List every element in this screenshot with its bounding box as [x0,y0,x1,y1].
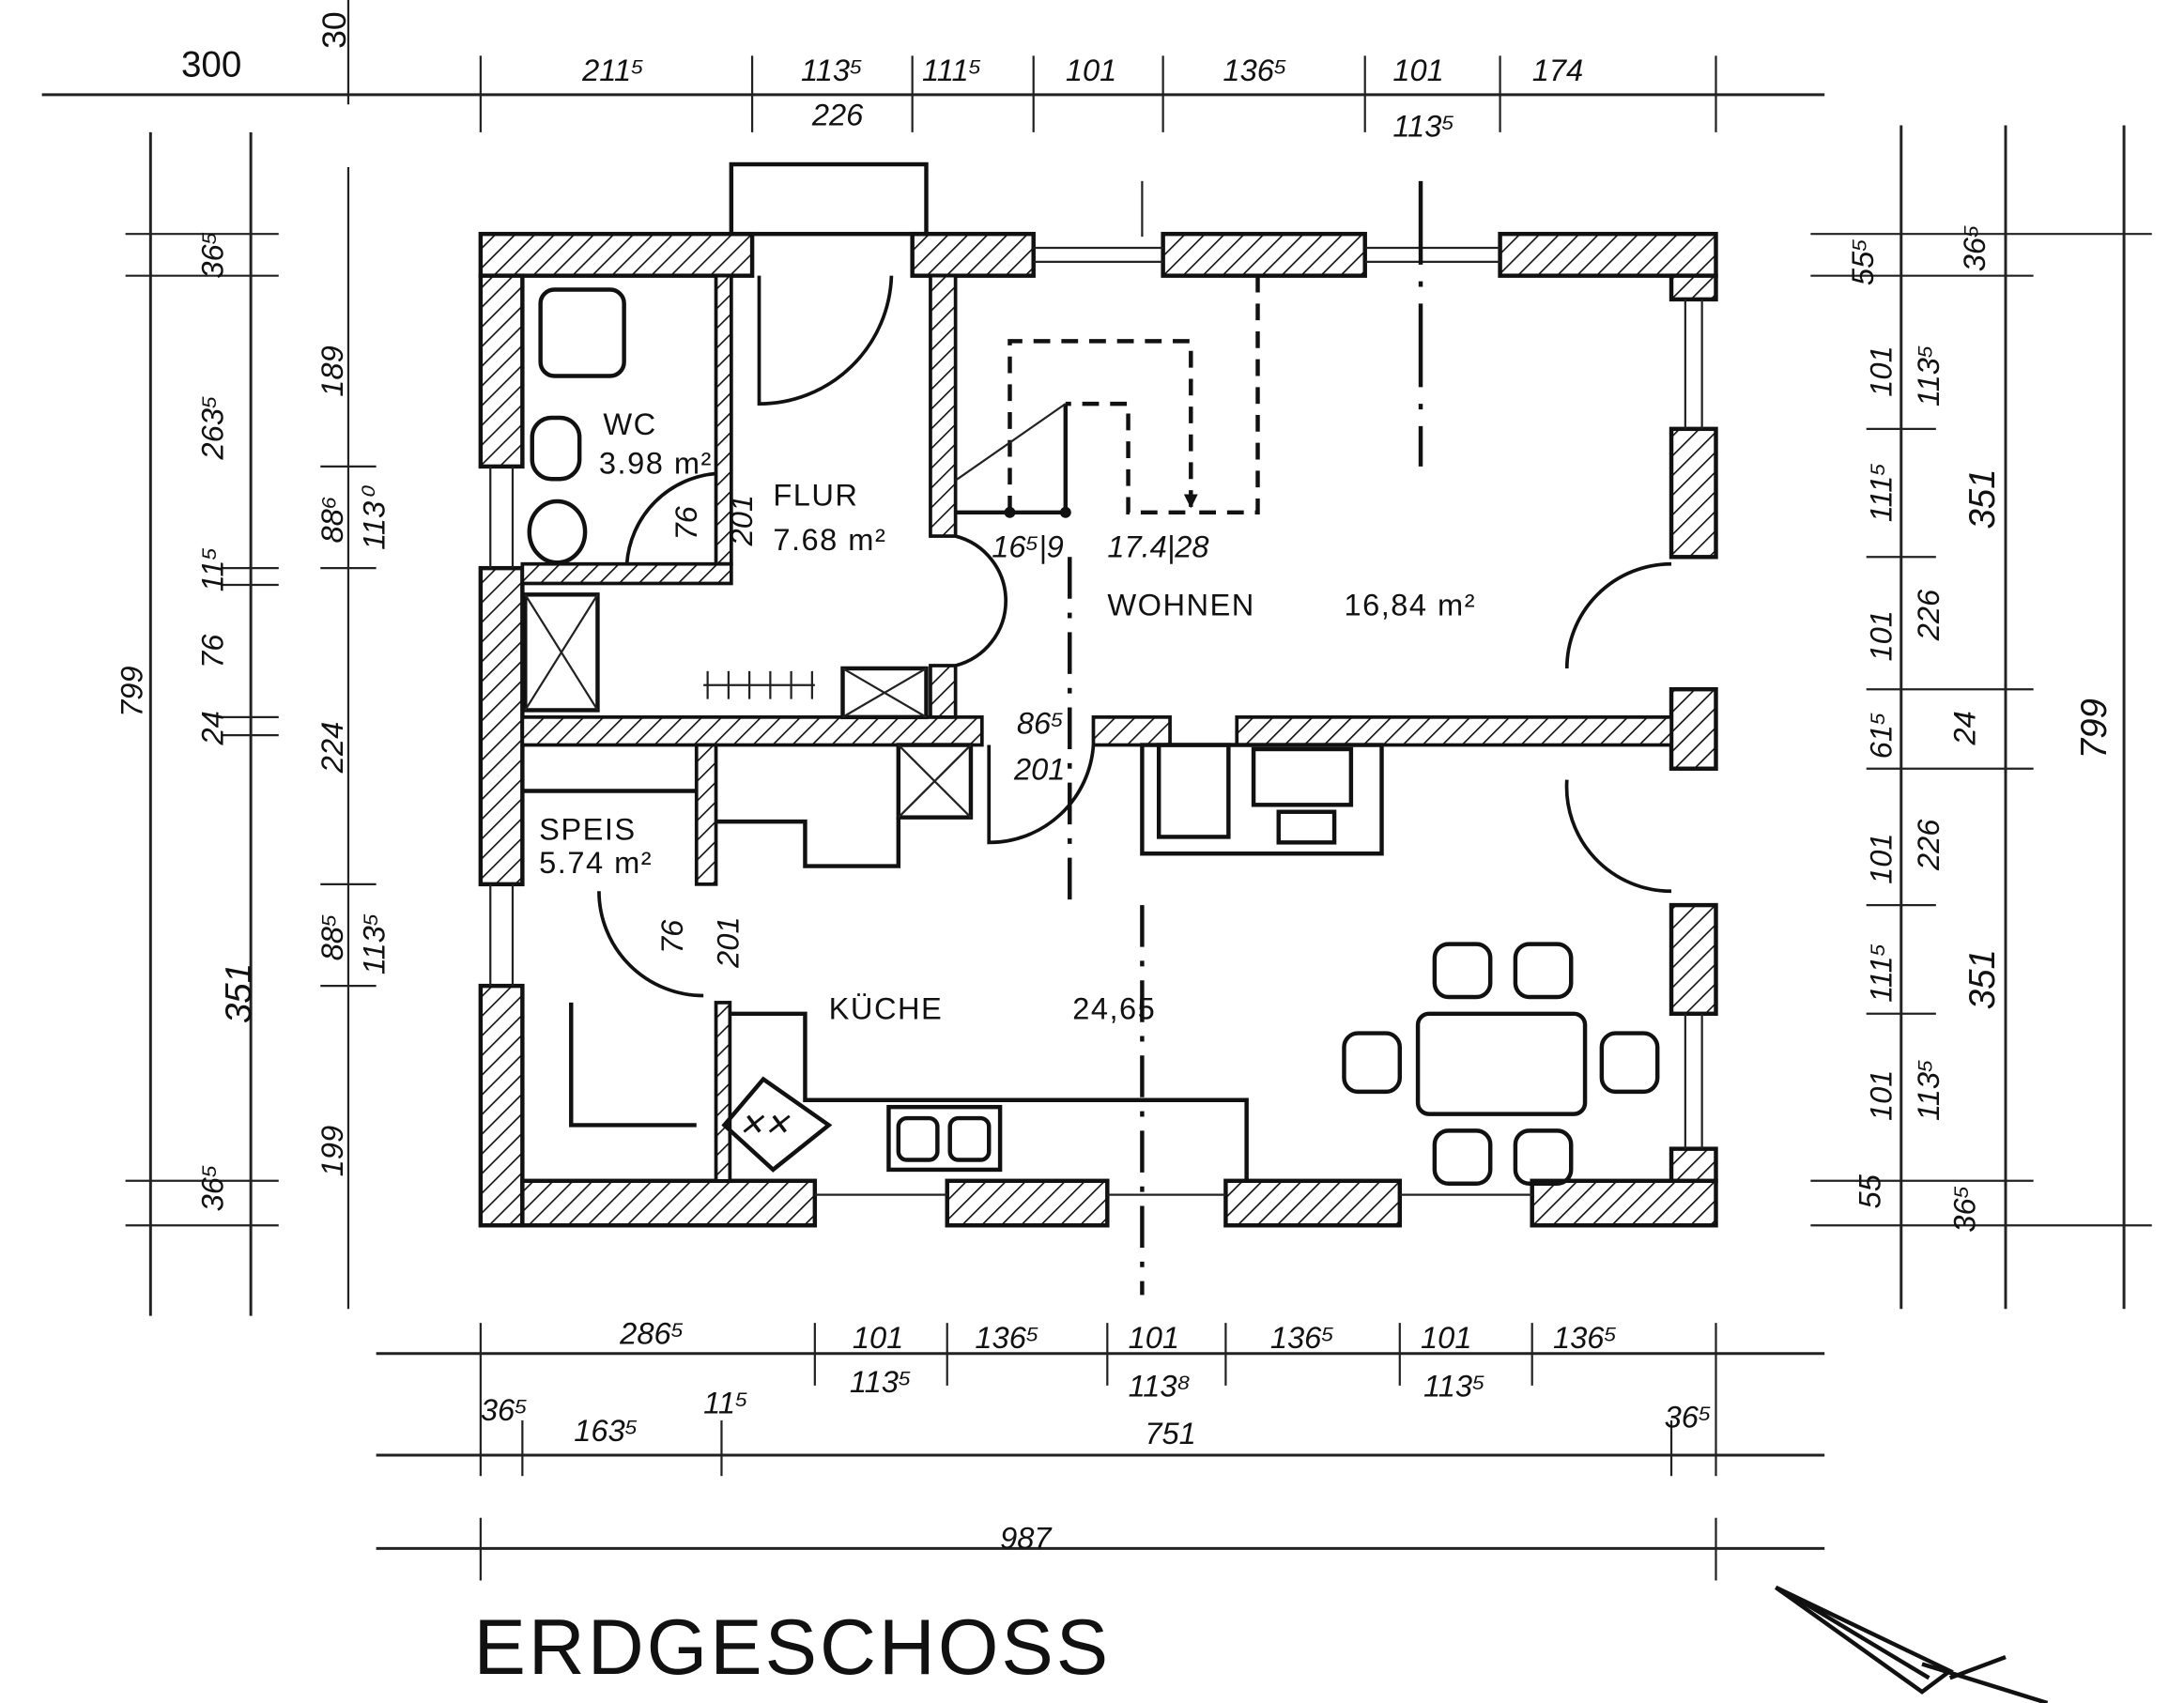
dim-label: 55⁵ [1845,238,1880,285]
dimension-labels-left: 36⁵ 263⁵ 11⁵ 76 24 351 36⁵ 799 189 88⁶ 2… [114,232,391,1212]
dim-label: 111⁵ [1863,463,1898,522]
dim-label: 11⁵ [194,547,229,592]
dim-label: 36⁵ [1957,224,1992,271]
dim-label: 30 [315,11,353,49]
dimension-labels-bottom: 286⁵ 101 136⁵ 101 136⁵ 101 136⁵ 113⁵ 113… [481,1315,1712,1555]
speis-door-height: 201 [710,916,745,968]
dim-label: 111⁵ [922,53,981,87]
dim-label: 113⁵ [357,913,392,975]
dim-label: 76 [194,634,229,668]
dim-label-total: 799 [114,666,148,716]
dimension-lines [41,0,2152,1581]
doors [597,161,1672,998]
furniture: ✕✕ [522,287,1660,1186]
room-labels: WC 3.98 m² FLUR 7.68 m² WOHNEN 16,84 m² … [539,407,1476,1026]
dim-label: 174 [1532,53,1583,87]
dim-label: 211⁵ [581,53,644,87]
staircase [955,180,1423,1296]
room-speis-name: SPEIS [539,811,637,846]
stair-left-label: 16⁵|9 [992,529,1064,563]
dim-label: 24 [194,711,229,745]
dim-label: 263⁵ [194,395,229,460]
dim-label: 189 [315,345,349,396]
dim-label: 101 [1421,1320,1471,1355]
dim-label: 351 [1962,949,2003,1009]
room-wc-name: WC [603,407,656,441]
dim-label: 101 [1863,1070,1898,1121]
wc-door-height: 201 [724,495,759,546]
dim-label-total: 987 [1000,1520,1053,1555]
kitchen-door-width: 86⁵ [1017,706,1064,741]
dim-label: 199 [315,1126,349,1176]
dim-label: 101 [1392,53,1443,87]
dim-label: 136⁵ [975,1320,1038,1355]
dim-label: 136⁵ [1223,53,1286,87]
dim-label: 55 [1853,1174,1887,1208]
dim-label: 88⁶ [315,497,349,544]
dim-label: 224 [315,722,349,774]
room-flur-name: FLUR [773,477,858,512]
dim-label: 36⁵ [194,1164,229,1211]
room-kueche-name: KÜCHE [829,991,944,1026]
dim-label: 113⁵ [1911,1059,1946,1121]
dim-label: 286⁵ [619,1315,684,1350]
dim-label: 163⁵ [574,1413,638,1448]
dim-label: 300 [181,45,241,85]
dimension-labels-top: 300 30 211⁵ 113⁵ 111⁵ 101 136⁵ 101 174 2… [181,11,1583,143]
room-wohnen-name: WOHNEN [1107,588,1255,622]
dim-label: 136⁵ [1553,1320,1617,1355]
dim-label: 113⁸ [1129,1369,1191,1404]
dim-label: 113⁵ [801,53,863,87]
dim-label: 36⁵ [194,232,229,279]
dim-label: 113⁵ [1911,345,1946,407]
dim-label: 101 [1863,345,1898,396]
stair-right-label: 17.4|28 [1107,529,1208,563]
dim-label: 101 [1863,833,1898,883]
dim-label: 36⁵ [1946,1186,1981,1233]
dimension-labels-right: 55⁵ 101 111⁵ 101 61⁵ 101 111⁵ 101 55 113… [1845,224,2115,1232]
dim-label: 101 [1066,53,1116,87]
dim-label: 101 [1863,610,1898,661]
room-wc-area: 3.98 m² [599,445,713,480]
speis-door-width: 76 [654,919,689,954]
stove-burners-icon: ✕✕ [738,1107,790,1142]
dim-label: 113⁵ [1423,1369,1485,1404]
wc-door-width: 76 [669,505,703,540]
dim-label: 36⁵ [481,1392,528,1427]
dim-label: 136⁵ [1270,1320,1334,1355]
floor-title: ERDGESCHOSS [473,1603,1111,1691]
dim-label: 24 [1946,711,1981,745]
dim-label: 113⁵ [1392,108,1454,143]
kitchen-door-height: 201 [1013,752,1065,787]
dim-label: 61⁵ [1863,712,1898,759]
dim-label: 36⁵ [1665,1399,1712,1434]
dim-label: 351 [219,963,259,1023]
dim-label: 113⁰ [357,484,392,550]
walls [478,231,1718,1228]
dim-label: 226 [1911,589,1946,641]
dim-label: 111⁵ [1863,944,1898,1003]
dim-label-total: 799 [2074,698,2115,759]
dim-label: 226 [811,97,864,131]
dim-label: 101 [853,1320,903,1355]
dim-label: 11⁵ [703,1385,748,1419]
dim-label: 226 [1911,819,1946,871]
dim-label: 351 [1962,468,2003,529]
dim-label: 101 [1129,1320,1179,1355]
room-kueche-area: 24,65 [1072,991,1156,1026]
dim-label: 88⁵ [315,913,349,960]
dim-label: 751 [1145,1416,1195,1450]
room-flur-area: 7.68 m² [773,522,886,557]
dim-label: 113⁵ [850,1364,912,1399]
room-wohnen-area: 16,84 m² [1344,588,1476,622]
room-speis-area: 5.74 m² [539,845,653,880]
north-arrow-icon [1774,1585,2049,1703]
